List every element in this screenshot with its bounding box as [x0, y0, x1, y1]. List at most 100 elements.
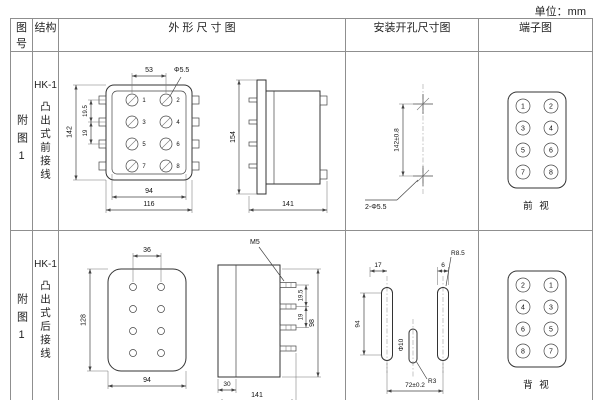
terminal-4: 4 — [521, 305, 525, 312]
relay-side-view — [248, 79, 327, 195]
dim-2-holes: 2-Φ5.5 — [365, 204, 387, 211]
view-label-front: 前 视 — [523, 200, 551, 212]
dim-19: 19 — [298, 313, 304, 320]
dim-94: 94 — [145, 188, 153, 195]
terminal-5: 5 — [521, 148, 525, 155]
dim-94: 94 — [354, 320, 361, 328]
dim-19-5: 19.5 — [83, 105, 89, 117]
model-label: HK-1 — [34, 80, 57, 91]
dim-154: 154 — [230, 131, 237, 143]
dim-30: 30 — [223, 381, 231, 388]
terminal-2: 2 — [521, 283, 525, 290]
header-terminal: 端子图 — [478, 18, 593, 52]
structure-label: 凸出式后接线 — [39, 280, 51, 361]
mounting-dimensions: 142±0.8 2-Φ5.5 — [364, 103, 418, 211]
fig-no-cell: 附图1 — [10, 230, 33, 400]
terminal-number: 7 — [142, 164, 146, 170]
terminal-2: 2 — [549, 104, 553, 111]
terminal-number: 1 — [142, 98, 146, 104]
terminal-4: 4 — [549, 126, 553, 133]
terminal-diagram-front-view: 1 2 3 4 5 6 7 8 前 视 — [507, 91, 566, 212]
dim-19-5: 19.5 — [298, 289, 304, 301]
dim-53: 53 — [145, 67, 153, 74]
terminal-6: 6 — [521, 327, 525, 334]
header-structure: 结构 — [32, 18, 59, 52]
terminal-8: 8 — [549, 170, 553, 177]
dim-m5: M5 — [250, 239, 260, 246]
dim-141: 141 — [282, 201, 294, 208]
dim-hole-dia: Φ5.5 — [174, 67, 189, 74]
dim-128: 128 — [80, 314, 87, 326]
terminal-numbers: 1 2 3 4 5 6 7 8 — [142, 98, 180, 170]
dim-17: 17 — [374, 262, 382, 269]
mounting-cell: 142±0.8 2-Φ5.5 — [345, 51, 479, 231]
dim-r3: R3 — [428, 378, 437, 385]
relay-plan-view: 1 2 3 4 5 6 7 8 — [98, 84, 199, 181]
terminal-3: 3 — [549, 305, 553, 312]
terminal-1: 1 — [521, 104, 525, 111]
dim-116: 116 — [143, 201, 154, 208]
dim-98: 98 — [309, 319, 316, 327]
terminal-cell: 2 1 4 3 6 5 8 7 背 视 — [478, 230, 593, 400]
view-label-rear: 背 视 — [523, 379, 551, 391]
header-mounting: 安装开孔尺寸图 — [345, 18, 479, 52]
side-view-rear-dimensions: M5 19.5 19 98 — [217, 239, 321, 400]
terminal-circles: 1 2 3 4 5 6 7 8 — [515, 98, 558, 180]
terminal-number: 6 — [176, 142, 180, 148]
model-label: HK-1 — [34, 259, 57, 270]
structure-cell: HK-1 凸出式后接线 — [32, 230, 59, 400]
side-view-dimensions: 154 141 — [230, 79, 327, 213]
terminal-3: 3 — [521, 126, 525, 133]
dim-72-tol: 72±0.2 — [405, 382, 425, 389]
dim-141: 141 — [251, 392, 263, 399]
mounting-drawing-front-wiring: 142±0.8 2-Φ5.5 — [364, 84, 433, 211]
dim-slot: Φ10 — [398, 338, 405, 351]
outline-drawing-rear-wiring: 36 128 94 — [80, 239, 321, 400]
spec-table: 图号 结构 外 形 尺 寸 图 安装开孔尺寸图 端子图 附图1 HK-1 凸出式… — [10, 18, 593, 400]
table-row-front-wiring: 附图1 HK-1 凸出式前接线 — [10, 51, 593, 231]
header-outline: 外 形 尺 寸 图 — [58, 18, 346, 52]
terminal-cell: 1 2 3 4 5 6 7 8 前 视 — [478, 51, 593, 231]
terminal-1: 1 — [549, 283, 553, 290]
structure-cell: HK-1 凸出式前接线 — [32, 51, 59, 231]
terminal-studs — [279, 282, 296, 352]
terminal-number: 4 — [176, 120, 180, 126]
dim-142-tol: 142±0.8 — [393, 128, 400, 152]
terminal-5: 5 — [549, 327, 553, 334]
outline-drawing-front-wiring: 1 2 3 4 5 6 7 8 — [66, 67, 327, 213]
terminal-7: 7 — [549, 349, 553, 356]
table-row-rear-wiring: 附图1 HK-1 凸出式后接线 — [10, 230, 593, 400]
relay-rear-view — [107, 268, 186, 372]
terminal-diagram-rear-view: 2 1 4 3 6 5 8 7 背 视 — [507, 270, 566, 391]
terminal-6: 6 — [549, 148, 553, 155]
structure-label: 凸出式前接线 — [39, 101, 51, 182]
fig-no-label: 附图1 — [15, 292, 28, 348]
dim-19: 19 — [83, 129, 89, 136]
dim-r8-5: R8.5 — [451, 250, 465, 257]
fig-no-cell: 附图1 — [10, 51, 33, 231]
terminal-8: 8 — [521, 349, 525, 356]
header-fig-no: 图号 — [10, 18, 33, 52]
rear-view-dimensions: 36 128 94 — [80, 247, 186, 389]
dim-142: 142 — [66, 126, 73, 138]
dim-94: 94 — [143, 377, 151, 384]
unit-label: 单位：mm — [534, 6, 586, 18]
terminal-number: 5 — [142, 142, 146, 148]
outline-cell: 36 128 94 — [58, 230, 346, 400]
fig-no-label: 附图1 — [15, 113, 28, 169]
plan-view-dimensions: 53 Φ5.5 142 19.5 — [66, 67, 192, 213]
terminal-number: 8 — [176, 164, 180, 170]
dim-6: 6 — [441, 262, 445, 269]
header-row: 图号 结构 外 形 尺 寸 图 安装开孔尺寸图 端子图 — [10, 18, 593, 52]
terminal-number: 3 — [142, 120, 146, 126]
terminal-circles: 2 1 4 3 6 5 8 7 — [515, 277, 558, 359]
terminal-number: 2 — [176, 98, 180, 104]
mounting-slots — [380, 276, 449, 377]
terminal-7: 7 — [521, 170, 525, 177]
terminal-screws — [125, 93, 172, 173]
dim-36: 36 — [143, 247, 151, 254]
mounting-dimensions-rear: 17 6 R8.5 94 Φ10 — [354, 250, 465, 394]
relay-side-view-rear — [217, 264, 296, 378]
mounting-drawing-rear-wiring: 17 6 R8.5 94 Φ10 — [354, 250, 465, 394]
